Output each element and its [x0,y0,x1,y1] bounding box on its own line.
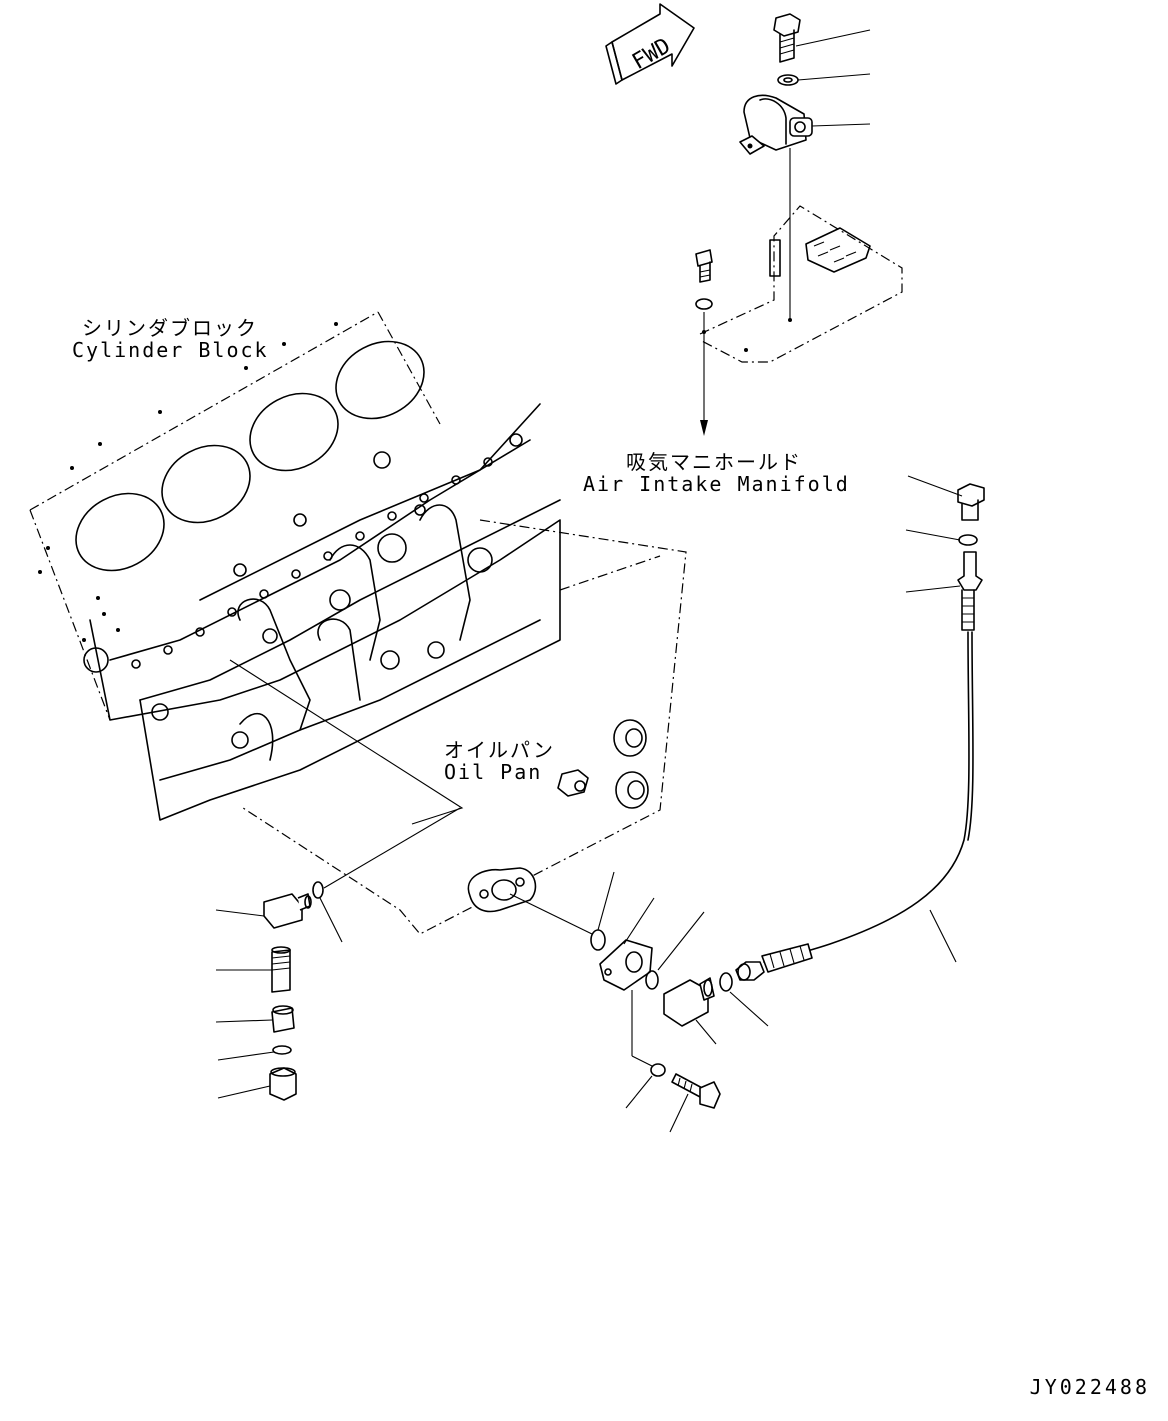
fwd-arrow-icon: FWD [605,3,695,85]
cylinder-block-label-en: Cylinder Block [72,338,269,362]
air-intake-label-en: Air Intake Manifold [583,472,850,496]
bolt-icon [671,1073,721,1109]
adapter-icon [271,946,291,993]
lower-left-fittings [215,881,343,1101]
cylinder-block [29,311,561,821]
lower-middle-fittings [509,871,769,1133]
tube-fitting-icon [957,551,983,631]
oil-pan-label-jp: オイルパン [444,738,555,762]
o-ring-icon [645,970,659,990]
air-intake-label-jp: 吸気マニホールド [626,450,802,474]
manifold-sensor-group [695,13,903,436]
hose-end-icon [735,943,813,981]
o-ring-icon [312,881,324,899]
washer-icon [777,74,799,86]
elbow-sensor-icon [263,893,312,929]
elbow-fitting-icon [663,977,715,1027]
bolt-icon [695,249,713,283]
nut-icon [269,1067,297,1101]
oil-pan-label-en: Oil Pan [444,760,543,784]
cap-bolt-icon [957,483,985,521]
o-ring-icon [958,534,978,546]
gauge-tube-group [735,475,985,981]
pressure-switch-icon [739,94,813,155]
nipple-icon [271,1005,295,1033]
o-ring-icon [719,972,733,992]
manifold-plate [699,205,903,363]
cylinder-block-label-jp: シリンダブロック [82,316,258,340]
washer-icon [650,1063,666,1077]
o-ring-icon [590,929,606,951]
flange-block-icon [599,939,653,991]
drawing-number: JY022488 [1029,1375,1150,1399]
oil-pan [229,519,687,935]
bolt-icon [773,13,801,63]
pan-flange-icon [467,867,537,913]
o-ring-icon [272,1045,292,1055]
drain-plug-icon [557,719,649,809]
washer-icon [695,298,713,310]
